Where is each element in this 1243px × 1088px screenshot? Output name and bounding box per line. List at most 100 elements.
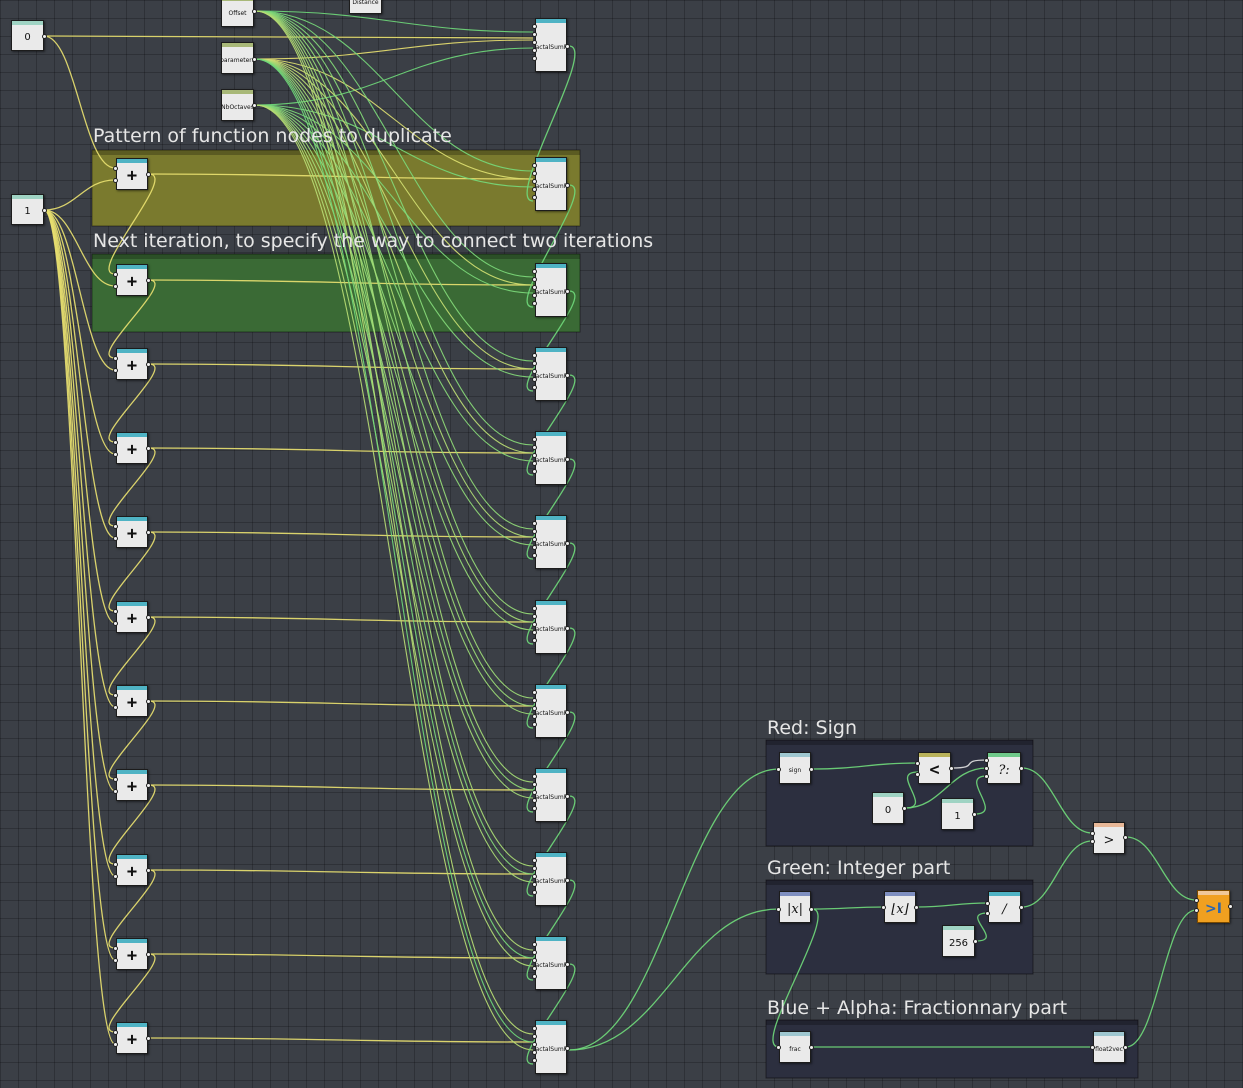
fn-node-9-in-port-2[interactable] [532,874,537,879]
less-than-node-in-port-0[interactable] [915,761,920,766]
fn-node-6-in-port-2[interactable] [532,622,537,627]
fn-node-9-in-port-1[interactable] [532,866,537,871]
fn-node-6-out-port-0[interactable] [565,626,570,631]
fn-node-8-in-port-4[interactable] [532,806,537,811]
fn-node-1-in-port-3[interactable] [532,187,537,192]
input-node-offset[interactable]: Offset [221,0,254,27]
less-than-node-in-port-1[interactable] [915,772,920,777]
fn-node-2-in-port-0[interactable] [532,269,537,274]
add-node-8-in-port-0[interactable] [113,862,118,867]
frac-node[interactable]: frac [779,1031,811,1063]
fn-node-1-out-port-0[interactable] [565,183,570,188]
add-node-3-out-port-0[interactable] [146,446,151,451]
divide-node[interactable]: / [988,891,1021,923]
fn-node-7-in-port-0[interactable] [532,690,537,695]
fn-node-0-in-port-0[interactable] [532,24,537,29]
output-node-out-port-0[interactable] [1228,904,1233,909]
fn-node-11-in-port-2[interactable] [532,1042,537,1047]
fn-node-8-in-port-1[interactable] [532,782,537,787]
fn-node-0-in-port-4[interactable] [532,56,537,61]
divide-node-in-port-1[interactable] [985,911,990,916]
add-node-9-in-port-0[interactable] [113,946,118,951]
add-node-2-out-port-0[interactable] [146,362,151,367]
fn-node-9-in-port-4[interactable] [532,890,537,895]
output-node[interactable]: >I [1197,890,1230,923]
ternary-node-in-port-1[interactable] [984,766,989,771]
add-node-8-in-port-1[interactable] [113,874,118,879]
divide-node-out-port-0[interactable] [1019,905,1024,910]
constant-256-node[interactable]: 256 [942,925,975,957]
add-node-9-in-port-1[interactable] [113,958,118,963]
abs-node[interactable]: |x| [779,891,811,923]
fn-node-4-out-port-0[interactable] [565,457,570,462]
fn-node-11-out-port-0[interactable] [565,1046,570,1051]
fn-node-4-in-port-4[interactable] [532,469,537,474]
combine-node-out-port-0[interactable] [1123,835,1128,840]
fn-node-6-in-port-4[interactable] [532,638,537,643]
output-node-in-port-1[interactable] [1194,908,1199,913]
floor-node-in-port-0[interactable] [881,905,886,910]
fn-node-11-in-port-0[interactable] [532,1026,537,1031]
constant-one-node[interactable]: 1 [941,798,974,830]
fn-node-0[interactable]: fractalSumFn [535,18,567,72]
add-node-1-in-port-1[interactable] [113,284,118,289]
add-node-3-in-port-0[interactable] [113,440,118,445]
ternary-node[interactable]: ?: [987,752,1021,784]
fn-node-10-out-port-0[interactable] [565,962,570,967]
constant-one-node-out-port-0[interactable] [972,812,977,817]
fn-node-8-in-port-3[interactable] [532,798,537,803]
float2vec-node-in-port-0[interactable] [1090,1045,1095,1050]
fn-node-10[interactable]: fractalSumFn [535,936,567,990]
floor-node-out-port-0[interactable] [914,905,919,910]
fn-node-4-in-port-2[interactable] [532,453,537,458]
fn-node-7-in-port-2[interactable] [532,706,537,711]
add-node-8-out-port-0[interactable] [146,868,151,873]
add-node-2-in-port-0[interactable] [113,356,118,361]
add-node-4-in-port-0[interactable] [113,524,118,529]
fn-node-5-in-port-0[interactable] [532,521,537,526]
fn-node-10-in-port-0[interactable] [532,942,537,947]
fn-node-1-in-port-1[interactable] [532,171,537,176]
add-node-10-in-port-1[interactable] [113,1042,118,1047]
fn-node-6-in-port-3[interactable] [532,630,537,635]
fn-node-7-in-port-1[interactable] [532,698,537,703]
floor-node[interactable]: ⌊x⌋ [884,891,916,923]
fn-node-11[interactable]: fractalSumFn [535,1020,567,1074]
fn-node-5-in-port-1[interactable] [532,529,537,534]
fn-node-2-in-port-3[interactable] [532,293,537,298]
fn-node-11-in-port-3[interactable] [532,1050,537,1055]
input-node-octaves-out-port-0[interactable] [252,103,257,108]
fn-node-8[interactable]: fractalSumFn [535,768,567,822]
combine-node-in-port-1[interactable] [1090,839,1095,844]
fn-node-7-in-port-4[interactable] [532,722,537,727]
fn-node-9-in-port-0[interactable] [532,858,537,863]
fn-node-3-in-port-2[interactable] [532,369,537,374]
add-node-3[interactable]: + [116,432,148,464]
frame-title-green-integer[interactable]: Green: Integer part [767,857,951,879]
add-node-7-in-port-1[interactable] [113,789,118,794]
fn-node-6[interactable]: fractalSumFn [535,600,567,654]
fn-node-7-out-port-0[interactable] [565,710,570,715]
input-node-one-out-port-0[interactable] [42,208,47,213]
ternary-node-in-port-0[interactable] [984,758,989,763]
fn-node-9-out-port-0[interactable] [565,878,570,883]
add-node-0-in-port-1[interactable] [113,178,118,183]
fn-node-2-in-port-2[interactable] [532,285,537,290]
frame-title-red-sign[interactable]: Red: Sign [767,717,857,739]
combine-node[interactable]: > [1093,822,1125,854]
add-node-7[interactable]: + [116,769,148,801]
fn-node-10-in-port-3[interactable] [532,966,537,971]
add-node-5-in-port-0[interactable] [113,609,118,614]
fn-node-9-in-port-3[interactable] [532,882,537,887]
fn-node-5-in-port-3[interactable] [532,545,537,550]
add-node-0-out-port-0[interactable] [146,172,151,177]
input-node-offset-out-port-0[interactable] [252,9,257,14]
fn-node-2[interactable]: fractalSumFn [535,263,567,317]
fn-node-5-in-port-4[interactable] [532,553,537,558]
add-node-9[interactable]: + [116,938,148,970]
fn-node-10-in-port-2[interactable] [532,958,537,963]
frac-node-in-port-0[interactable] [776,1045,781,1050]
fn-node-3-in-port-0[interactable] [532,353,537,358]
fn-node-0-out-port-0[interactable] [565,44,570,49]
